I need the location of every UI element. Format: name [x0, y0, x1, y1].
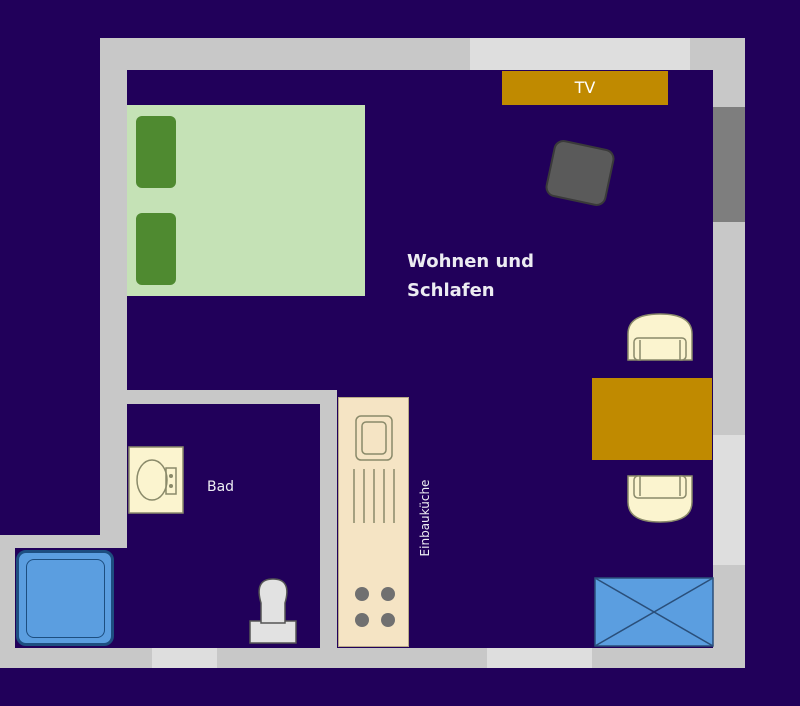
window-bottom-left	[152, 648, 217, 668]
wall-bath-right	[320, 390, 337, 648]
pillow-top	[136, 116, 176, 188]
room-label-living-line2: Schlafen	[407, 280, 495, 301]
room-label-kitchen: Einbauküche	[418, 479, 432, 557]
window-right-dark	[713, 107, 745, 222]
stove-icon	[355, 587, 395, 627]
room-label-living-line1: Wohnen und	[407, 251, 535, 272]
chair-bottom-icon	[627, 475, 693, 523]
tv: TV	[502, 71, 668, 105]
wall-left-upper	[100, 38, 127, 548]
bathroom-sink-icon	[128, 446, 184, 514]
tv-label: TV	[574, 78, 596, 97]
drain-board-icon	[353, 469, 395, 523]
bathtub-inner	[26, 559, 105, 638]
kitchen-sink-icon	[355, 415, 393, 461]
window-right	[713, 435, 745, 565]
wall-bath-top	[127, 390, 337, 404]
toilet-icon	[249, 578, 297, 644]
wardrobe-icon	[594, 577, 714, 647]
armchair-icon	[545, 140, 615, 206]
chair-top-icon	[627, 313, 693, 361]
wall-left-lower	[0, 535, 15, 668]
dining-table	[592, 378, 712, 460]
window-bottom-right	[487, 648, 592, 668]
pillow-bottom	[136, 213, 176, 285]
room-label-bath: Bad	[207, 479, 235, 495]
wall-bottom	[0, 648, 745, 668]
window-top	[470, 38, 690, 70]
wall-left-step	[0, 535, 127, 548]
room-label-living: Wohnen und Schlafen	[407, 247, 534, 305]
